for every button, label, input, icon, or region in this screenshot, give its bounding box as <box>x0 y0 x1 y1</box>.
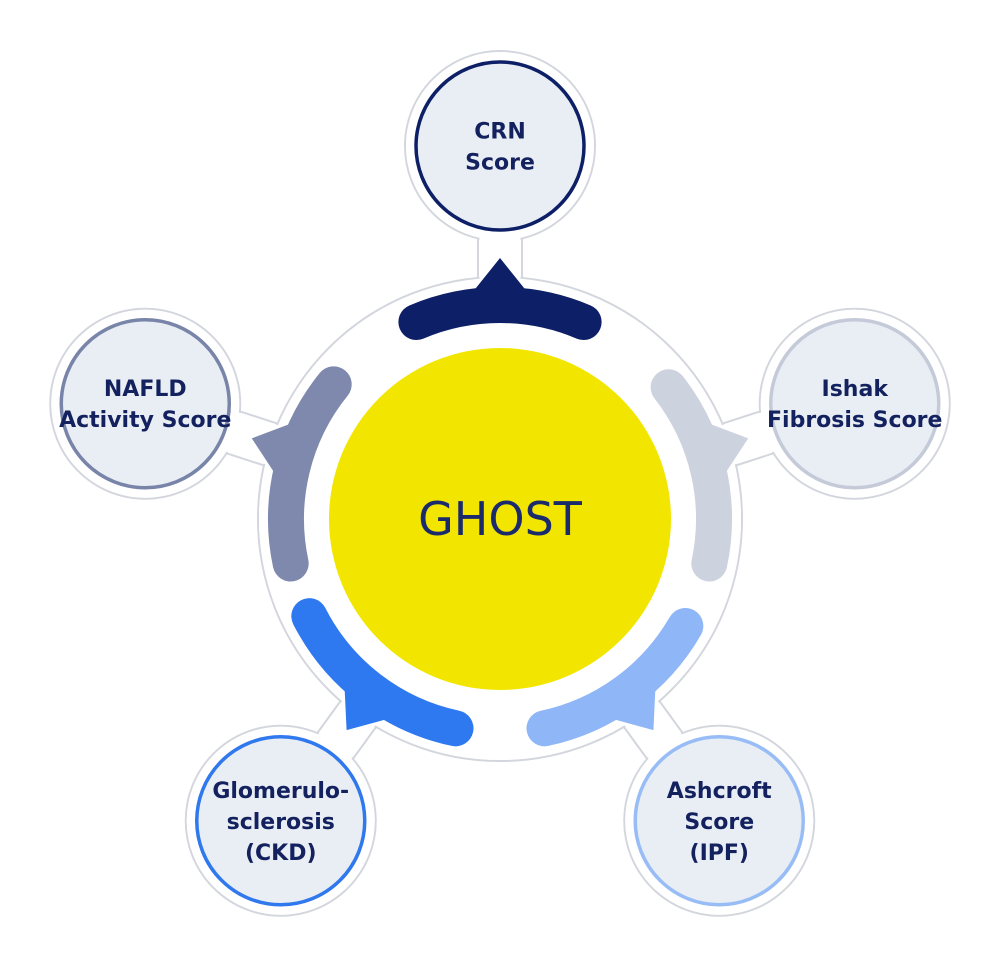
arrowhead-nafld <box>251 423 291 474</box>
node-label-line: Score <box>465 151 535 176</box>
node-nafld: NAFLD Activity Score <box>59 317 232 490</box>
node-label-line: sclerosis <box>227 810 335 835</box>
node-label-line: Score <box>684 810 754 835</box>
arc-segment-glomerulo <box>291 598 474 747</box>
node-label-line: Fibrosis Score <box>767 408 942 433</box>
node-circle <box>633 735 805 907</box>
node-label-line: Ishak <box>822 377 890 402</box>
node-glomerulo: Glomerulo-sclerosis (CKD) <box>195 735 367 907</box>
arc-segment-ishak <box>650 369 732 582</box>
arrowhead-ashcroft <box>613 688 656 731</box>
node-label-line: Activity Score <box>59 408 231 433</box>
arrowhead-glomerulo <box>344 688 387 731</box>
center-layer: GHOST <box>329 348 671 690</box>
node-circle <box>414 60 586 232</box>
center-circle <box>329 348 671 690</box>
node-crn: CRN Score <box>414 60 586 232</box>
arc-segment-nafld <box>268 366 352 582</box>
node-circle <box>768 317 941 490</box>
arrowhead-ishak <box>709 423 749 474</box>
center-label: GHOST <box>418 492 583 546</box>
arc-segment-crn <box>398 287 602 341</box>
node-label-line: NAFLD <box>104 377 187 402</box>
node-label-line: Ashcroft <box>667 779 772 804</box>
node-circle <box>195 735 367 907</box>
arc-layer <box>251 258 749 747</box>
arc-segment-ashcroft <box>526 608 704 747</box>
arrowhead-crn <box>473 258 527 291</box>
node-label-line: CRN <box>474 120 526 145</box>
node-label-line: (CKD) <box>245 841 317 866</box>
node-circle <box>59 317 232 490</box>
node-label-line: Glomerulo- <box>212 779 349 804</box>
node-label-line: (IPF) <box>690 841 749 866</box>
